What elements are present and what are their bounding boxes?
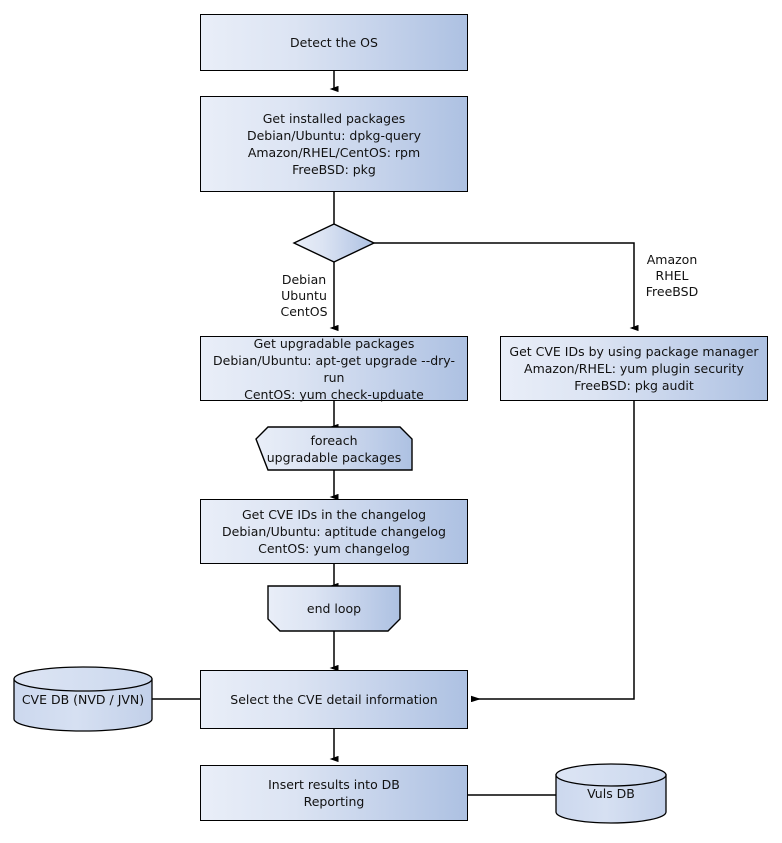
node-end-loop-label: end loop — [306, 601, 362, 616]
decision-diamond-shape — [292, 223, 376, 263]
node-get-cve-ids-changelog-label: Get CVE IDs in the changelog Debian/Ubun… — [222, 507, 446, 556]
edge-label-left-branch: Debian Ubuntu CentOS — [280, 272, 328, 319]
node-get-cve-ids-pkg-manager[interactable]: Get CVE IDs by using package manager Ama… — [500, 336, 768, 401]
node-foreach-loop-label: foreach upgradable packages — [266, 432, 402, 465]
end-loop-shape — [267, 585, 401, 632]
node-select-cve-detail[interactable]: Select the CVE detail information — [200, 670, 468, 729]
vuls-db-cylinder-shape — [555, 763, 667, 824]
node-detect-os[interactable]: Detect the OS — [200, 14, 468, 71]
node-get-upgradable-packages-label: Get upgradable packages Debian/Ubuntu: a… — [213, 335, 455, 402]
node-cve-db[interactable]: CVE DB (NVD / JVN) — [14, 667, 152, 731]
node-vuls-db-label: Vuls DB — [587, 786, 635, 801]
node-detect-os-label: Detect the OS — [290, 35, 378, 50]
node-get-upgradable-packages[interactable]: Get upgradable packages Debian/Ubuntu: a… — [200, 335, 468, 402]
node-get-cve-ids-changelog[interactable]: Get CVE IDs in the changelog Debian/Ubun… — [200, 499, 468, 564]
node-get-cve-ids-pkg-manager-label: Get CVE IDs by using package manager Ama… — [509, 344, 759, 393]
node-foreach-loop[interactable]: foreach upgradable packages — [256, 427, 412, 470]
node-select-cve-detail-label: Select the CVE detail information — [230, 692, 438, 707]
cve-db-cylinder-shape — [13, 666, 153, 732]
node-os-decision-label — [294, 224, 374, 262]
node-vuls-db[interactable]: Vuls DB — [556, 764, 666, 823]
foreach-loop-shape — [255, 426, 413, 471]
node-os-decision[interactable] — [294, 224, 374, 262]
node-get-installed-packages[interactable]: Get installed packages Debian/Ubuntu: dp… — [200, 96, 468, 192]
node-cve-db-label: CVE DB (NVD / JVN) — [21, 691, 145, 707]
node-insert-results[interactable]: Insert results into DB Reporting — [200, 765, 468, 821]
node-end-loop[interactable]: end loop — [268, 586, 400, 631]
edge-label-right-branch: Amazon RHEL FreeBSD — [645, 252, 699, 299]
node-get-installed-packages-label: Get installed packages Debian/Ubuntu: dp… — [246, 111, 422, 177]
node-insert-results-label: Insert results into DB Reporting — [268, 777, 400, 809]
